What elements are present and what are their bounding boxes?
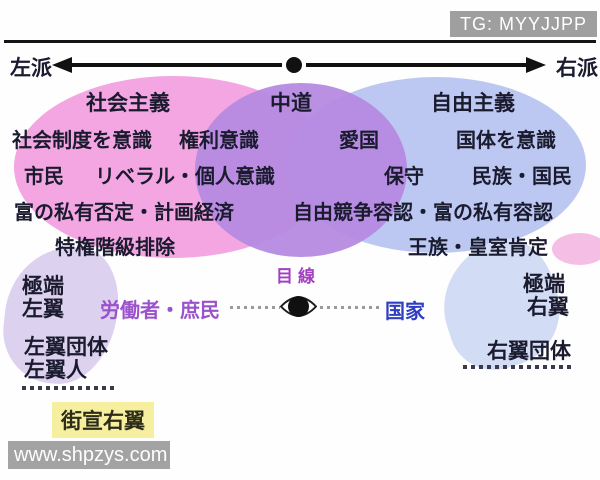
trait-ethnic-national: 民族・国民	[472, 166, 572, 188]
axis-left-label: 左派	[10, 57, 52, 80]
trait-national-polity: 国体を意識	[456, 130, 556, 152]
center-overlap-ellipse	[195, 83, 407, 257]
right-wing-groups-label: 右翼団体	[487, 340, 571, 363]
gaze-dotted-line-right	[320, 306, 382, 309]
gaze-dotted-line-left	[230, 306, 280, 309]
gaze-subject-state: 国家	[385, 301, 425, 323]
axis-right-label: 右派	[556, 57, 598, 80]
gaze-subject-workers: 労働者・庶民	[100, 300, 220, 322]
trait-royalty-affirmation: 王族・皇室肯定	[408, 237, 548, 259]
left-dotted-row	[22, 386, 114, 390]
region-title-center: 中道	[270, 92, 312, 115]
trait-patriotism: 愛国	[339, 130, 379, 152]
extreme-right-line2: 右翼	[527, 296, 569, 319]
axis-arrow	[52, 57, 546, 73]
trait-free-competition: 自由競争容認・富の私有容認	[293, 202, 553, 224]
trait-liberal-individual: リベラル・個人意識	[95, 166, 275, 188]
trait-no-privileged-class: 特権階級排除	[55, 237, 175, 259]
gaze-title: 目線	[276, 267, 320, 286]
region-title-socialism: 社会主義	[86, 92, 170, 115]
extreme-left-line2: 左翼	[22, 298, 64, 321]
extreme-left-line1: 極端	[22, 275, 64, 298]
trait-citizens: 市民	[24, 166, 64, 188]
right-dotted-row	[463, 365, 575, 369]
trait-planned-economy: 富の私有否定・計画経済	[14, 202, 234, 224]
eye-icon	[279, 292, 318, 321]
left-wing-groups-label: 左翼団体	[24, 336, 108, 359]
trait-conservative: 保守	[384, 166, 424, 188]
left-wing-person-label: 左翼人	[24, 359, 87, 382]
street-propaganda-right-label: 街宣右翼	[52, 402, 154, 438]
trait-social-system: 社会制度を意識	[12, 130, 152, 152]
pink-remnant-blob	[552, 233, 600, 265]
site-watermark: www.shpzys.com	[8, 441, 170, 469]
header-divider-line	[4, 40, 596, 43]
extreme-right-line1: 極端	[523, 273, 565, 296]
axis-center-dot	[286, 57, 302, 73]
tg-watermark-badge: TG: MYYJJPP	[450, 11, 597, 37]
region-title-liberalism: 自由主義	[431, 92, 515, 115]
trait-rights-awareness: 権利意識	[179, 130, 259, 152]
